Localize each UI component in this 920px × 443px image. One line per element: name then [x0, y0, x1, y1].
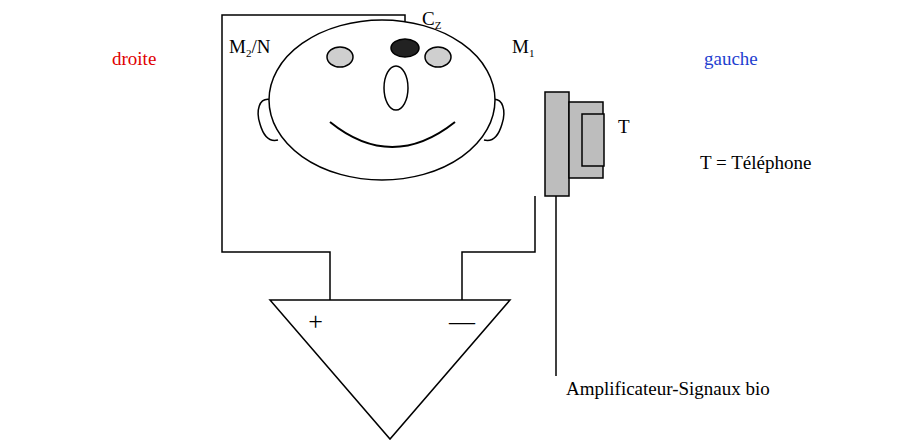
eye	[327, 47, 353, 67]
amplifier-triangle: +—	[270, 300, 510, 440]
electrode-cz	[391, 39, 419, 57]
electrode-label: M2/N	[229, 36, 270, 60]
electrode-m1	[545, 92, 569, 196]
electrode-label: CZ	[422, 8, 441, 32]
side-label: gauche	[704, 48, 758, 70]
electrode-label: M1	[512, 36, 534, 60]
phone	[545, 92, 604, 196]
side-label: droite	[112, 48, 156, 70]
legend-note: T = Téléphone	[700, 152, 811, 174]
device-label: Amplificateur-Signaux bio	[566, 378, 770, 400]
mouth	[330, 122, 455, 147]
telephone-body	[569, 102, 603, 178]
amplifier-outline	[270, 300, 510, 439]
input-sign: —	[449, 309, 475, 335]
head	[258, 20, 504, 180]
head-outline	[269, 20, 495, 180]
wire-m1	[462, 196, 535, 300]
telephone-earpiece	[582, 114, 604, 166]
nose	[384, 66, 408, 110]
eye	[425, 47, 451, 67]
device-label: T	[618, 116, 630, 138]
input-sign: +	[308, 309, 323, 335]
leader-line	[555, 196, 557, 376]
